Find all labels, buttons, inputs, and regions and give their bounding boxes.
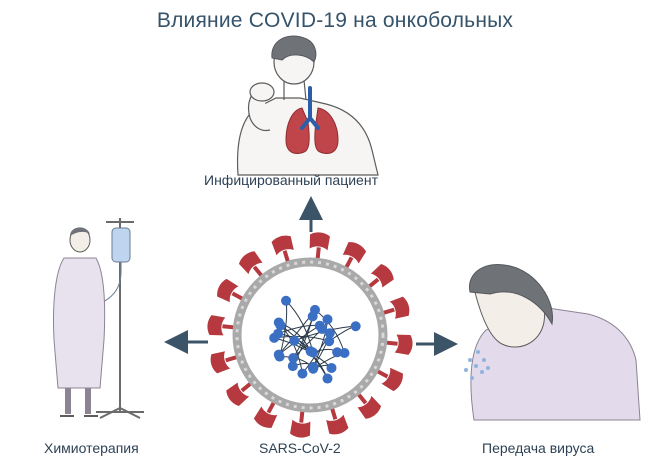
rna-nucleotide [322, 373, 333, 384]
chemotherapy-label: Химиотерапия [44, 440, 139, 456]
rna-nucleotide [324, 336, 335, 347]
infected-patient-label: Инфицированный пациент [204, 172, 378, 188]
rna-nucleotide [326, 362, 337, 373]
virus-label: SARS-CoV-2 [259, 440, 341, 456]
rna-nucleotide [339, 348, 350, 359]
rna-nucleotide [274, 351, 285, 362]
rna-nucleotide [317, 323, 328, 334]
rna-nucleotide [288, 353, 299, 364]
rna-nucleotide [332, 347, 343, 358]
virus-illustration [207, 232, 413, 438]
rna-nucleotide [322, 314, 333, 325]
rna-nucleotide [350, 321, 361, 332]
rna-nucleotide [307, 311, 318, 322]
page-title: Влияние COVID-19 на онкобольных [156, 9, 514, 32]
rna-nucleotide [275, 320, 286, 331]
rna-nucleotide [307, 362, 318, 373]
transmission-illustration [464, 264, 641, 421]
rna-nucleotide [297, 368, 308, 379]
infected-patient-illustration [236, 35, 379, 176]
rna-nucleotide [307, 347, 318, 358]
rna-nucleotide [281, 295, 292, 306]
chemotherapy-illustration [53, 218, 144, 419]
rna-nucleotide [269, 332, 280, 343]
transmission-label: Передача вируса [482, 440, 595, 456]
rna-nucleotide [287, 361, 298, 372]
rna-nucleotide [289, 335, 300, 346]
rna-nucleotide [324, 328, 335, 339]
